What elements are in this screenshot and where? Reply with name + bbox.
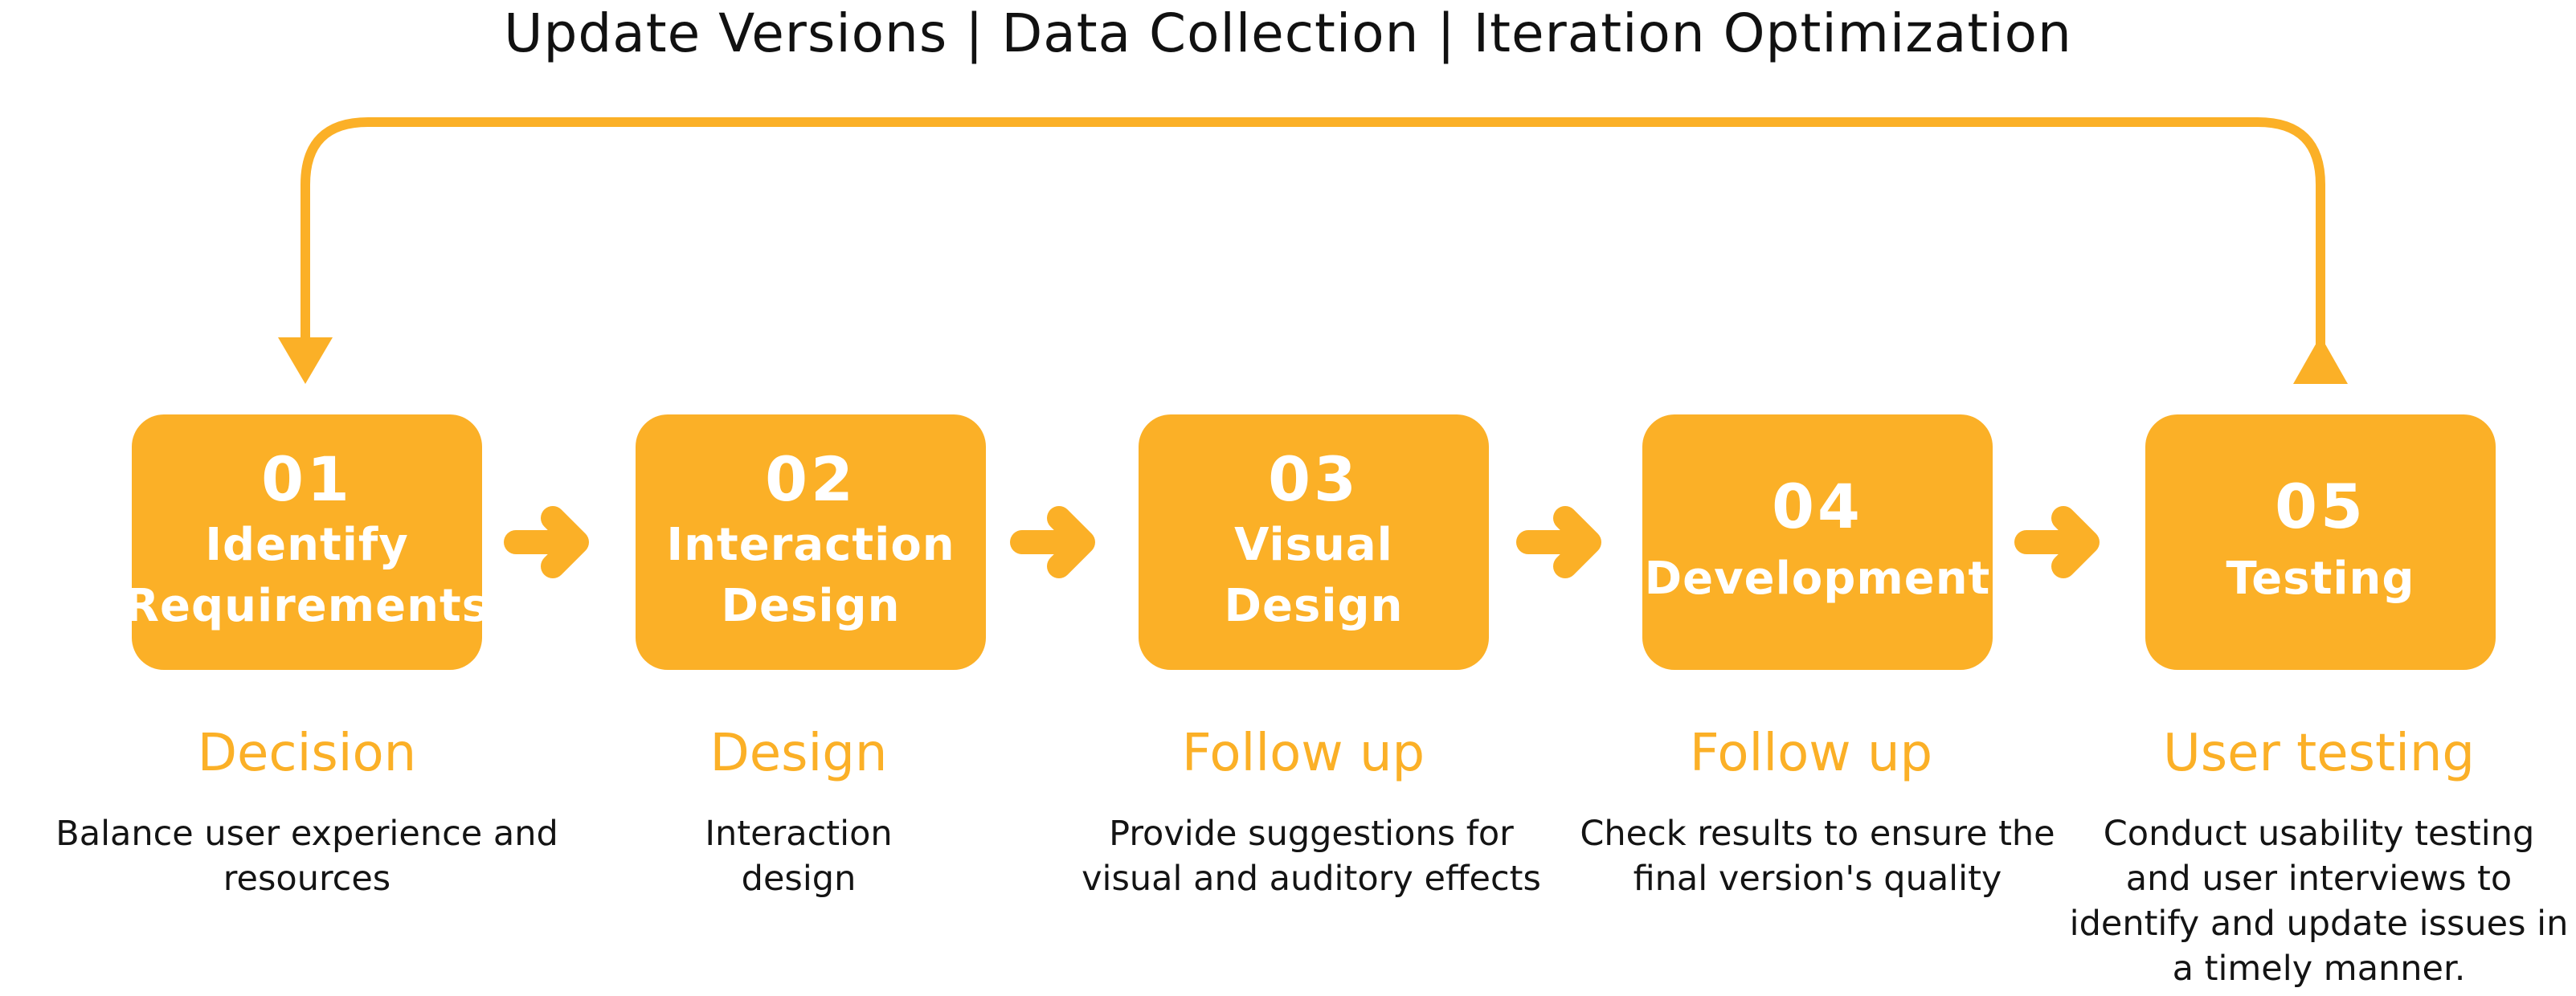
step-description: Balance user experience and resources [50, 811, 564, 901]
step-box-testing: 05 Testing [2145, 414, 2496, 670]
description-line: final version's quality [1633, 859, 2002, 899]
step-box-identify-requirements: 01 Identify Requirements [125, 414, 489, 670]
phase-label-follow-up: Follow up [1689, 724, 1933, 783]
description-line: design [741, 859, 857, 899]
description-line: Balance user experience and [55, 814, 558, 854]
step-name-line: Requirements [124, 580, 490, 632]
phase-label-follow-up: Follow up [1181, 724, 1425, 783]
step-box-development: 04 Development [1642, 414, 1993, 670]
arrow-right-icon [504, 506, 589, 578]
step-number: 02 [765, 443, 857, 515]
phase-label-design: Design [709, 724, 888, 783]
description-line: Check results to ensure the [1580, 814, 2055, 854]
arrow-right-icon [1516, 506, 1601, 578]
loop-arrow-head-up-icon [2293, 336, 2348, 384]
description-line: Interaction [705, 814, 893, 854]
step-name-line: Interaction [666, 519, 955, 571]
step-name-line: Development [1644, 553, 1991, 605]
step-name-line: Design [721, 580, 901, 632]
description-line: Provide suggestions for [1109, 814, 1514, 854]
step-description: Check results to ensure the final versio… [1560, 811, 2075, 901]
step-number: 03 [1268, 443, 1360, 515]
description-line: identify and update issues in [2069, 904, 2569, 944]
description-line: resources [223, 859, 391, 899]
step-box-visual-design: 03 Visual Design [1139, 414, 1489, 670]
description-line: visual and auditory effects [1082, 859, 1541, 899]
step-box-interaction-design: 02 Interaction Design [636, 414, 986, 670]
phase-label-decision: Decision [197, 724, 417, 783]
step-name-line: Identify [205, 519, 409, 571]
arrow-right-icon [2014, 506, 2100, 578]
step-description: Provide suggestions for visual and audit… [1054, 811, 1568, 901]
step-name-line: Visual [1234, 519, 1393, 571]
loop-arrow-head-down-icon [278, 337, 333, 384]
description-line: and user interviews to [2125, 859, 2513, 899]
step-number: 01 [261, 443, 353, 515]
phase-label-user-testing: User testing [2162, 724, 2476, 783]
step-number: 05 [2275, 471, 2366, 542]
step-name-line: Design [1224, 580, 1404, 632]
step-name-line: Testing [2226, 553, 2415, 605]
loop-arrow-line [301, 117, 2325, 347]
diagram-title: Update Versions | Data Collection | Iter… [504, 2, 2072, 64]
step-description: Conduct usability testing and user inter… [2062, 811, 2576, 991]
arrow-right-icon [1010, 506, 1095, 578]
step-number: 04 [1772, 471, 1863, 542]
description-line: a timely manner. [2172, 949, 2466, 989]
description-line: Conduct usability testing [2103, 814, 2535, 854]
step-description: Interaction design [542, 811, 1056, 901]
